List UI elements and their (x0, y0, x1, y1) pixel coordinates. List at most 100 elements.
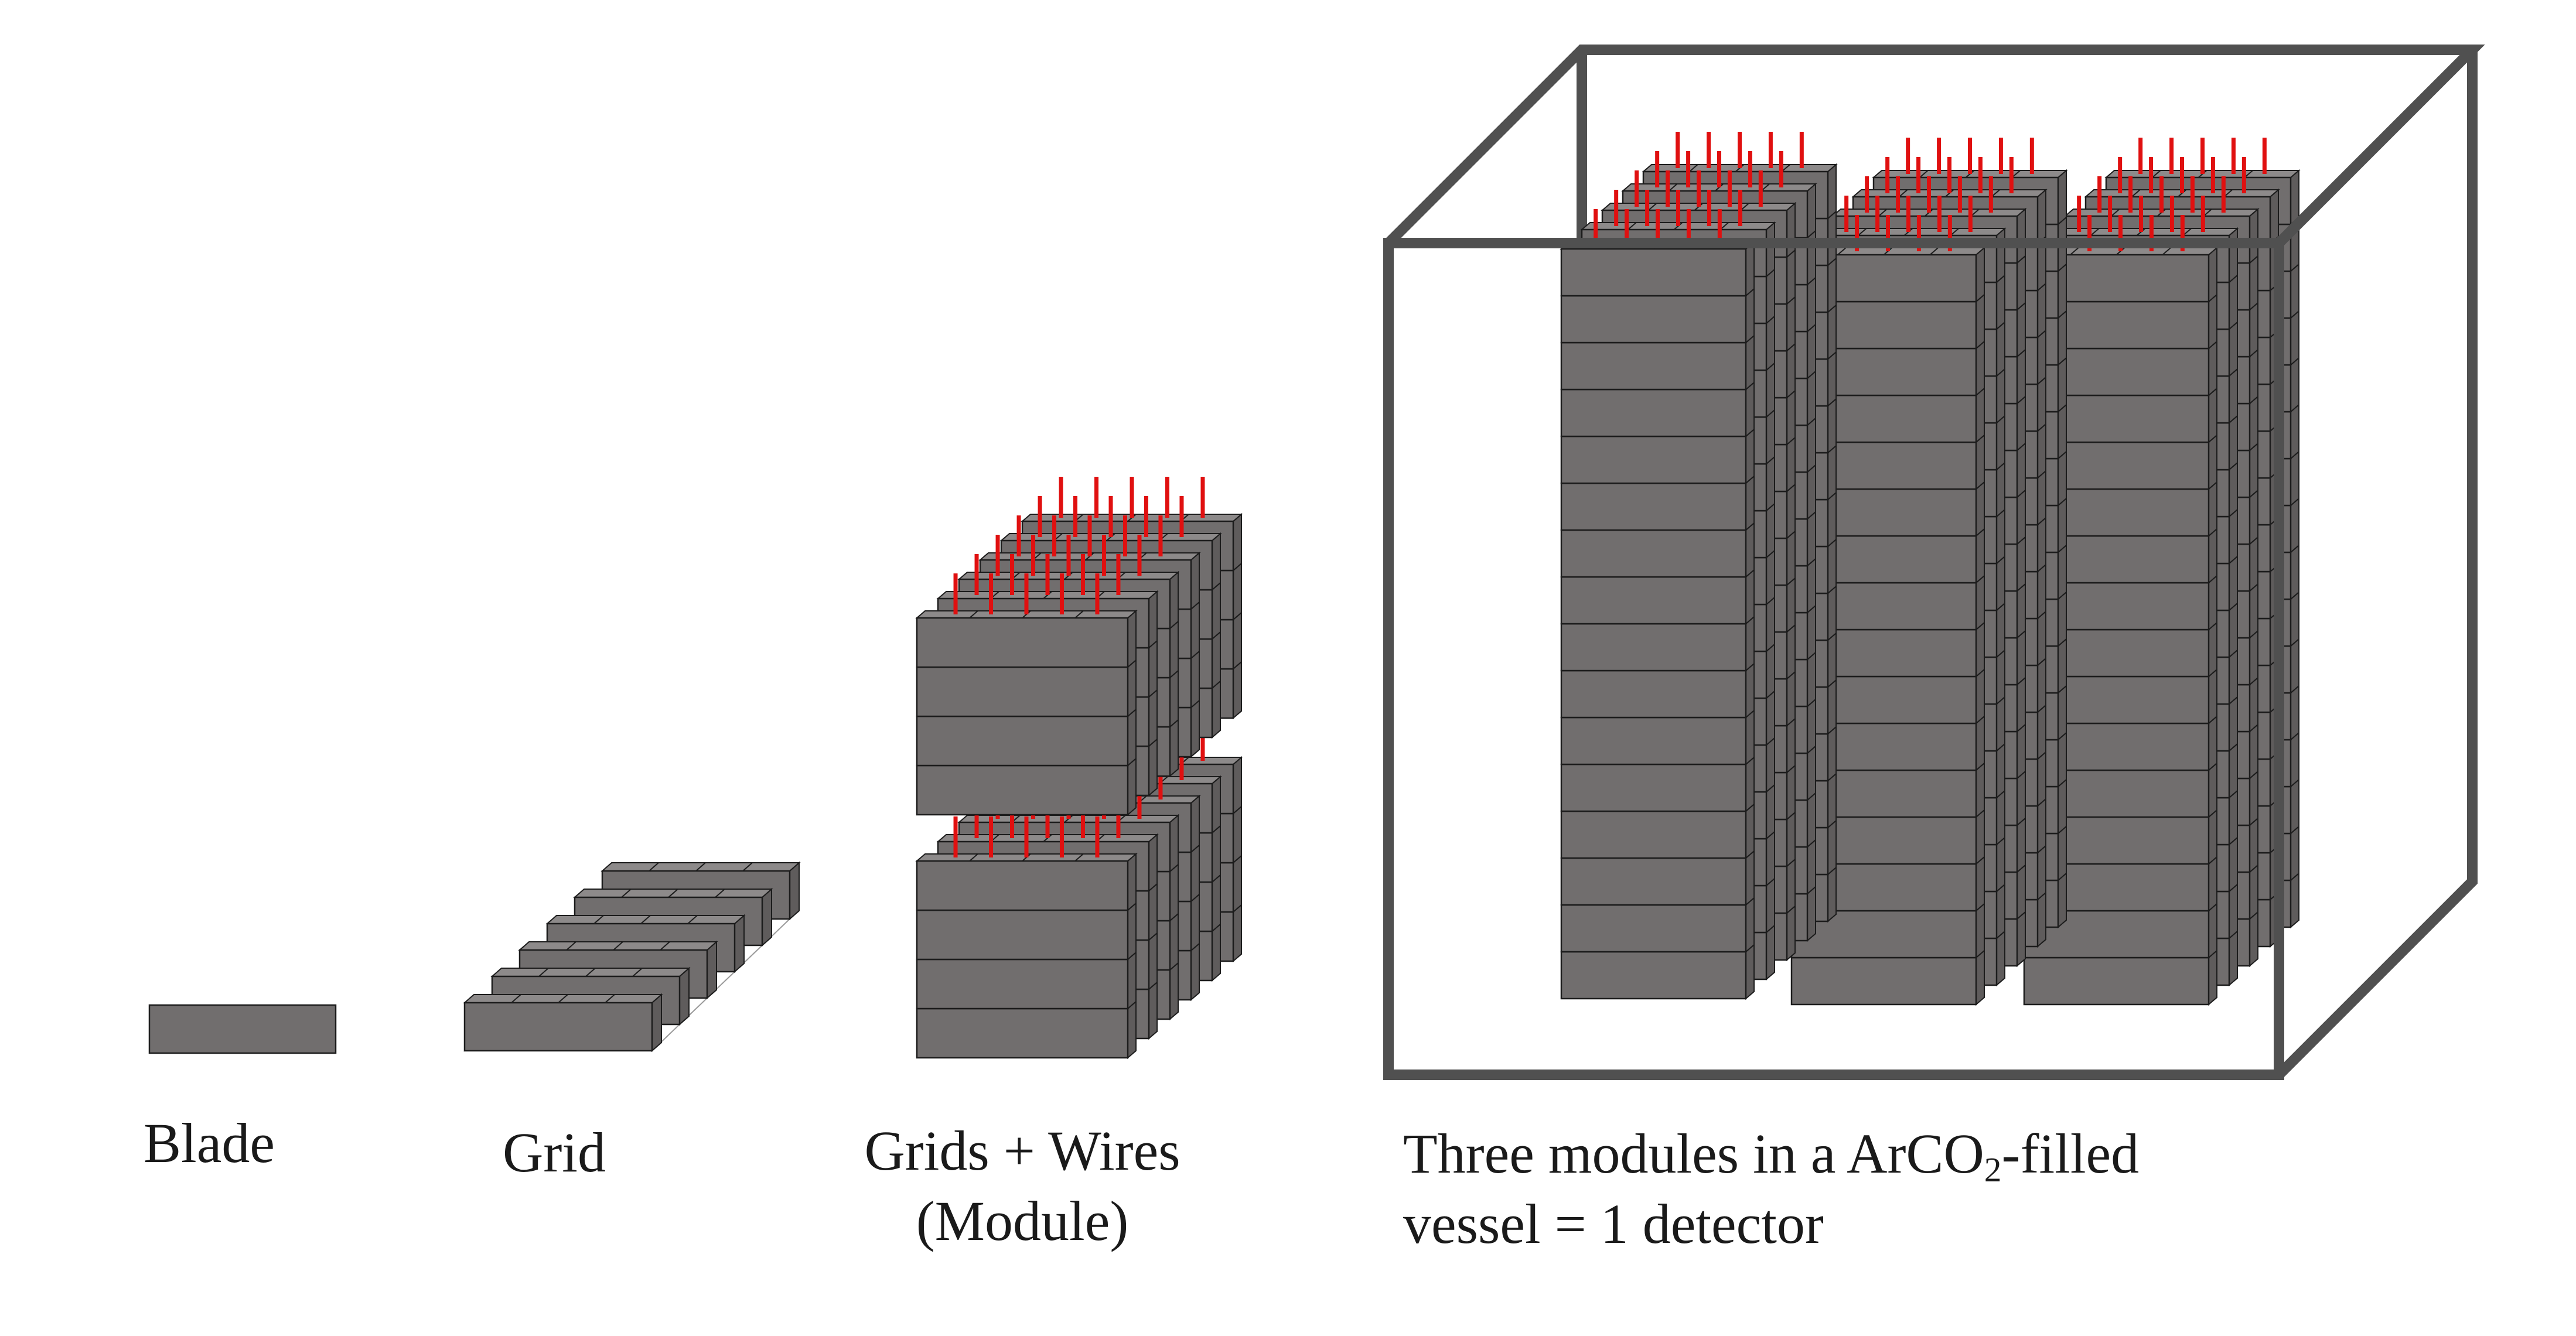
blade-side-face (2208, 433, 2217, 491)
blade-side-face (2208, 293, 2217, 350)
blade-side-face (1975, 387, 1985, 444)
blade-side-face (2037, 797, 2046, 855)
cell-divider (668, 889, 678, 898)
blade-side-face (1786, 717, 1796, 774)
blade-side-face (1807, 885, 1816, 942)
blade-side-face (1827, 350, 1837, 408)
blade-side-face (1233, 562, 1242, 621)
blade-front-face (1560, 341, 1747, 391)
blade-side-face (1745, 615, 1755, 672)
blade-side-face (2229, 367, 2238, 425)
blade-side-face (1766, 408, 1775, 466)
blade-side-face (1975, 855, 1985, 913)
blade-side-face (2290, 169, 2299, 226)
blade-side-face (2037, 563, 2046, 620)
grid-illustration (463, 861, 801, 1053)
cell-divider (2070, 247, 2079, 255)
module-label: Grids + Wires (Module) (823, 1116, 1222, 1256)
cell-divider (613, 941, 623, 951)
blade-side-face (1127, 852, 1137, 912)
blade-side-face (2058, 169, 2067, 226)
blade-side-face (1169, 912, 1179, 972)
blade-side-face (1212, 922, 1221, 982)
blade-front-face (1560, 295, 1747, 344)
detector-blade (1560, 474, 1755, 532)
vessel-front-frame (1383, 238, 2284, 1080)
blade-side-face (2017, 629, 2026, 686)
blade-side-face (2290, 872, 2299, 929)
blade-front-face (1560, 763, 1747, 812)
blade-side-face (2229, 602, 2238, 659)
blade-side-face (2249, 395, 2258, 452)
blade-side-face (2229, 883, 2238, 940)
blade-side-face (1786, 436, 1796, 493)
cell-divider (1899, 189, 1908, 197)
blade-side-face (2229, 414, 2238, 471)
blade-side-face (1996, 742, 2005, 799)
blade-side-face (2037, 282, 2046, 339)
blade-side-face (1996, 461, 2005, 518)
blade-side-face (1766, 596, 1775, 653)
blade-side-face (1807, 604, 1816, 661)
blade-side-face (2208, 527, 2217, 585)
blade-side-face (2290, 497, 2299, 554)
blade-side-face (1786, 389, 1796, 446)
blade-side-face (1190, 699, 1200, 758)
cell-divider (2152, 170, 2161, 178)
blade-side-face (1148, 639, 1158, 699)
blade-side-face (2290, 356, 2299, 414)
blade-side-face (1212, 775, 1221, 835)
blade-side-face (1766, 643, 1775, 700)
blade-front-face (1790, 956, 1977, 1006)
blade-side-face (2270, 188, 2279, 245)
blade-side-face (2208, 715, 2217, 772)
blade-side-face (1996, 508, 2005, 565)
blade-side-face (2017, 442, 2026, 499)
blade-side-face (1212, 532, 1221, 592)
blade-side-face (2290, 825, 2299, 882)
blade-side-face (1996, 602, 2005, 659)
blade-side-face (1766, 361, 1775, 419)
blade-side-face (2290, 590, 2299, 648)
cell-divider (2131, 189, 2141, 197)
blade-side-face (1996, 930, 2005, 987)
blade-side-face (2037, 422, 2046, 480)
blade-side-face (1975, 668, 1985, 725)
cell-divider (1669, 183, 1678, 192)
blade-side-face (2058, 403, 2067, 460)
blade-side-face (1233, 903, 1242, 963)
blade-side-face (1786, 623, 1796, 681)
blade-side-face (2037, 891, 2046, 948)
blade-side-face (2017, 488, 2026, 546)
blade-side-face (2249, 207, 2258, 265)
blade-side-face (1996, 555, 2005, 612)
cell-divider (649, 862, 659, 872)
blade-side-face (1148, 980, 1158, 1040)
blade-side-face (762, 887, 772, 947)
cell-divider (566, 941, 576, 951)
cell-divider (2162, 247, 2171, 255)
blade-side-face (1827, 397, 1837, 455)
detector-label-part2: -filled (2001, 1122, 2140, 1185)
blade-side-face (1827, 163, 1837, 220)
blade-side-face (2249, 629, 2258, 686)
detector-blade (1560, 568, 1755, 626)
blade-side-face (2249, 816, 2258, 874)
cell-divider (969, 610, 978, 619)
cell-divider (660, 941, 670, 951)
blade-side-face (1975, 433, 1985, 491)
blade-side-face (2229, 555, 2238, 612)
blade-side-face (1233, 805, 1242, 865)
blade-side-face (2058, 778, 2067, 835)
blade-side-face (1786, 342, 1796, 399)
blade-side-face (1745, 756, 1755, 813)
blade-side-face (2208, 246, 2217, 303)
blade-side-face (1169, 669, 1179, 729)
blade-front-face (1560, 248, 1747, 297)
blade-front-face (916, 958, 1129, 1010)
blade-side-face (2249, 770, 2258, 827)
blade-side-face (1190, 650, 1200, 709)
blade-side-face (2037, 329, 2046, 386)
blade-side-face (1148, 833, 1158, 893)
blade-side-face (1975, 340, 1985, 397)
